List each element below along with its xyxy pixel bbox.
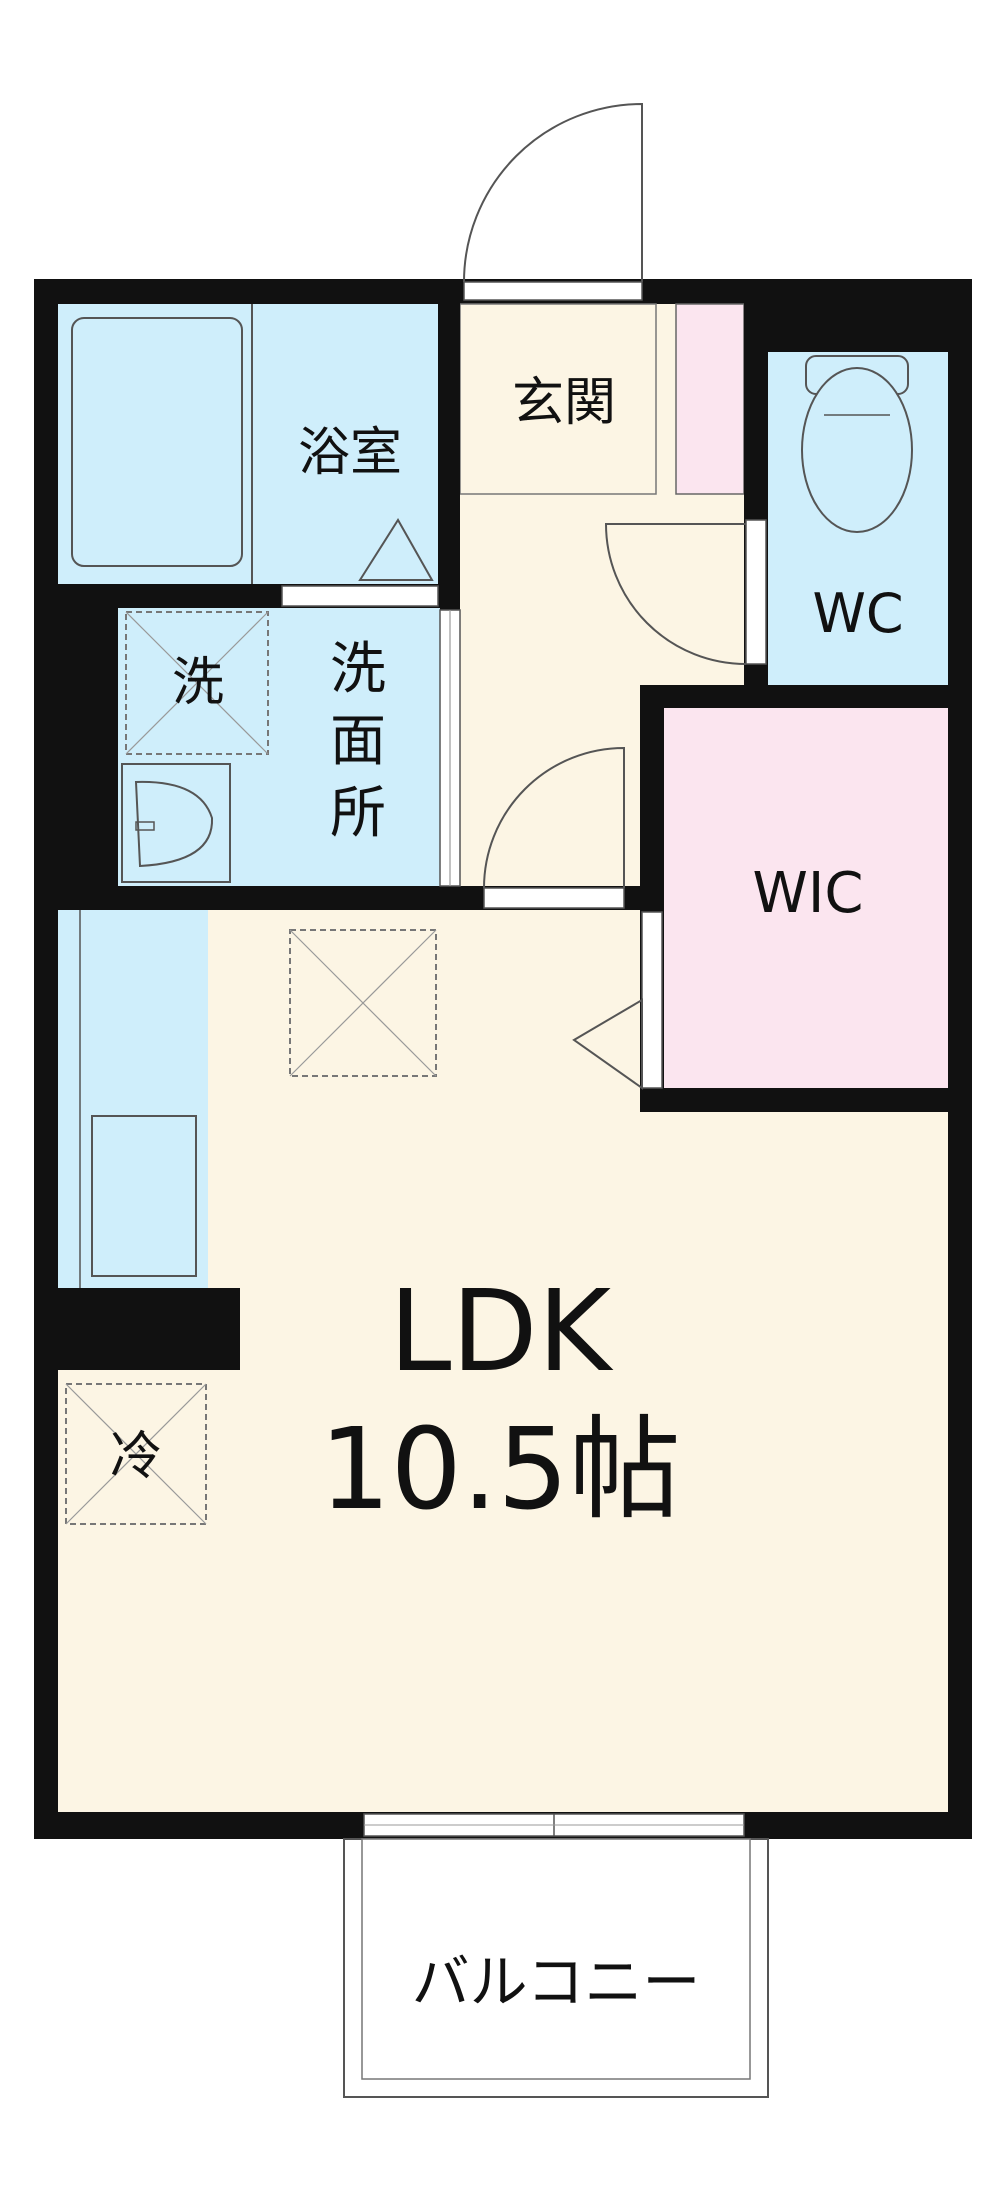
wic-area: [664, 708, 948, 1088]
wall-bath-entrance: [440, 279, 460, 609]
wc-door: [745, 519, 767, 665]
faucet-icon: [135, 821, 155, 831]
washroom-label-char: 面: [330, 709, 386, 774]
wall-wic-ldk: [640, 1088, 972, 1112]
ldk-door: [483, 887, 625, 909]
washroom-label-char: 洗: [330, 637, 386, 702]
ceiling-hatch: [289, 929, 437, 1077]
fridge-space: [65, 1383, 207, 1525]
entrance-step: [459, 303, 657, 495]
ldk-door-swing: [483, 746, 625, 889]
wall-wc-wic: [640, 685, 972, 708]
wic-door: [641, 911, 663, 1089]
hatch-cross-b: [289, 929, 437, 1077]
ldk-name-label: LDK: [389, 1267, 614, 1397]
kitchen-sink: [91, 1115, 197, 1277]
wic-label: WIC: [753, 861, 864, 926]
bath-door: [281, 585, 439, 607]
wic-door-mark: [572, 998, 643, 1090]
fridge-label: 冷: [110, 1427, 162, 1487]
bath-door-mark: [358, 518, 434, 581]
ldk-size-label: 10.5帖: [319, 1405, 680, 1535]
entrance-door-frame: [463, 281, 643, 301]
basin-bowl: [134, 780, 214, 868]
washer-label: 洗: [172, 653, 224, 713]
bath-label: 浴室: [298, 423, 402, 483]
fridge-cross-b: [65, 1383, 207, 1525]
washer-pan: [125, 611, 269, 755]
washer-cross-b: [125, 611, 269, 755]
entrance-door-swing: [463, 102, 643, 283]
bathtub: [71, 317, 243, 567]
wall-kitchen: [34, 1288, 240, 1370]
balcony-label: バルコニー: [412, 1948, 701, 2016]
fridge-area: [58, 1370, 208, 1580]
wc-label: WC: [812, 582, 903, 645]
wc-door-swing: [604, 523, 747, 665]
shoe-cabinet: [675, 303, 745, 495]
entrance-label: 玄関: [512, 373, 616, 433]
balcony-inner: [361, 1838, 751, 2080]
toilet-bowl: [801, 367, 913, 533]
washroom-label-char: 所: [330, 781, 386, 846]
ldk-area-right: [664, 1112, 948, 1812]
washroom-label: 洗面所: [330, 637, 386, 846]
